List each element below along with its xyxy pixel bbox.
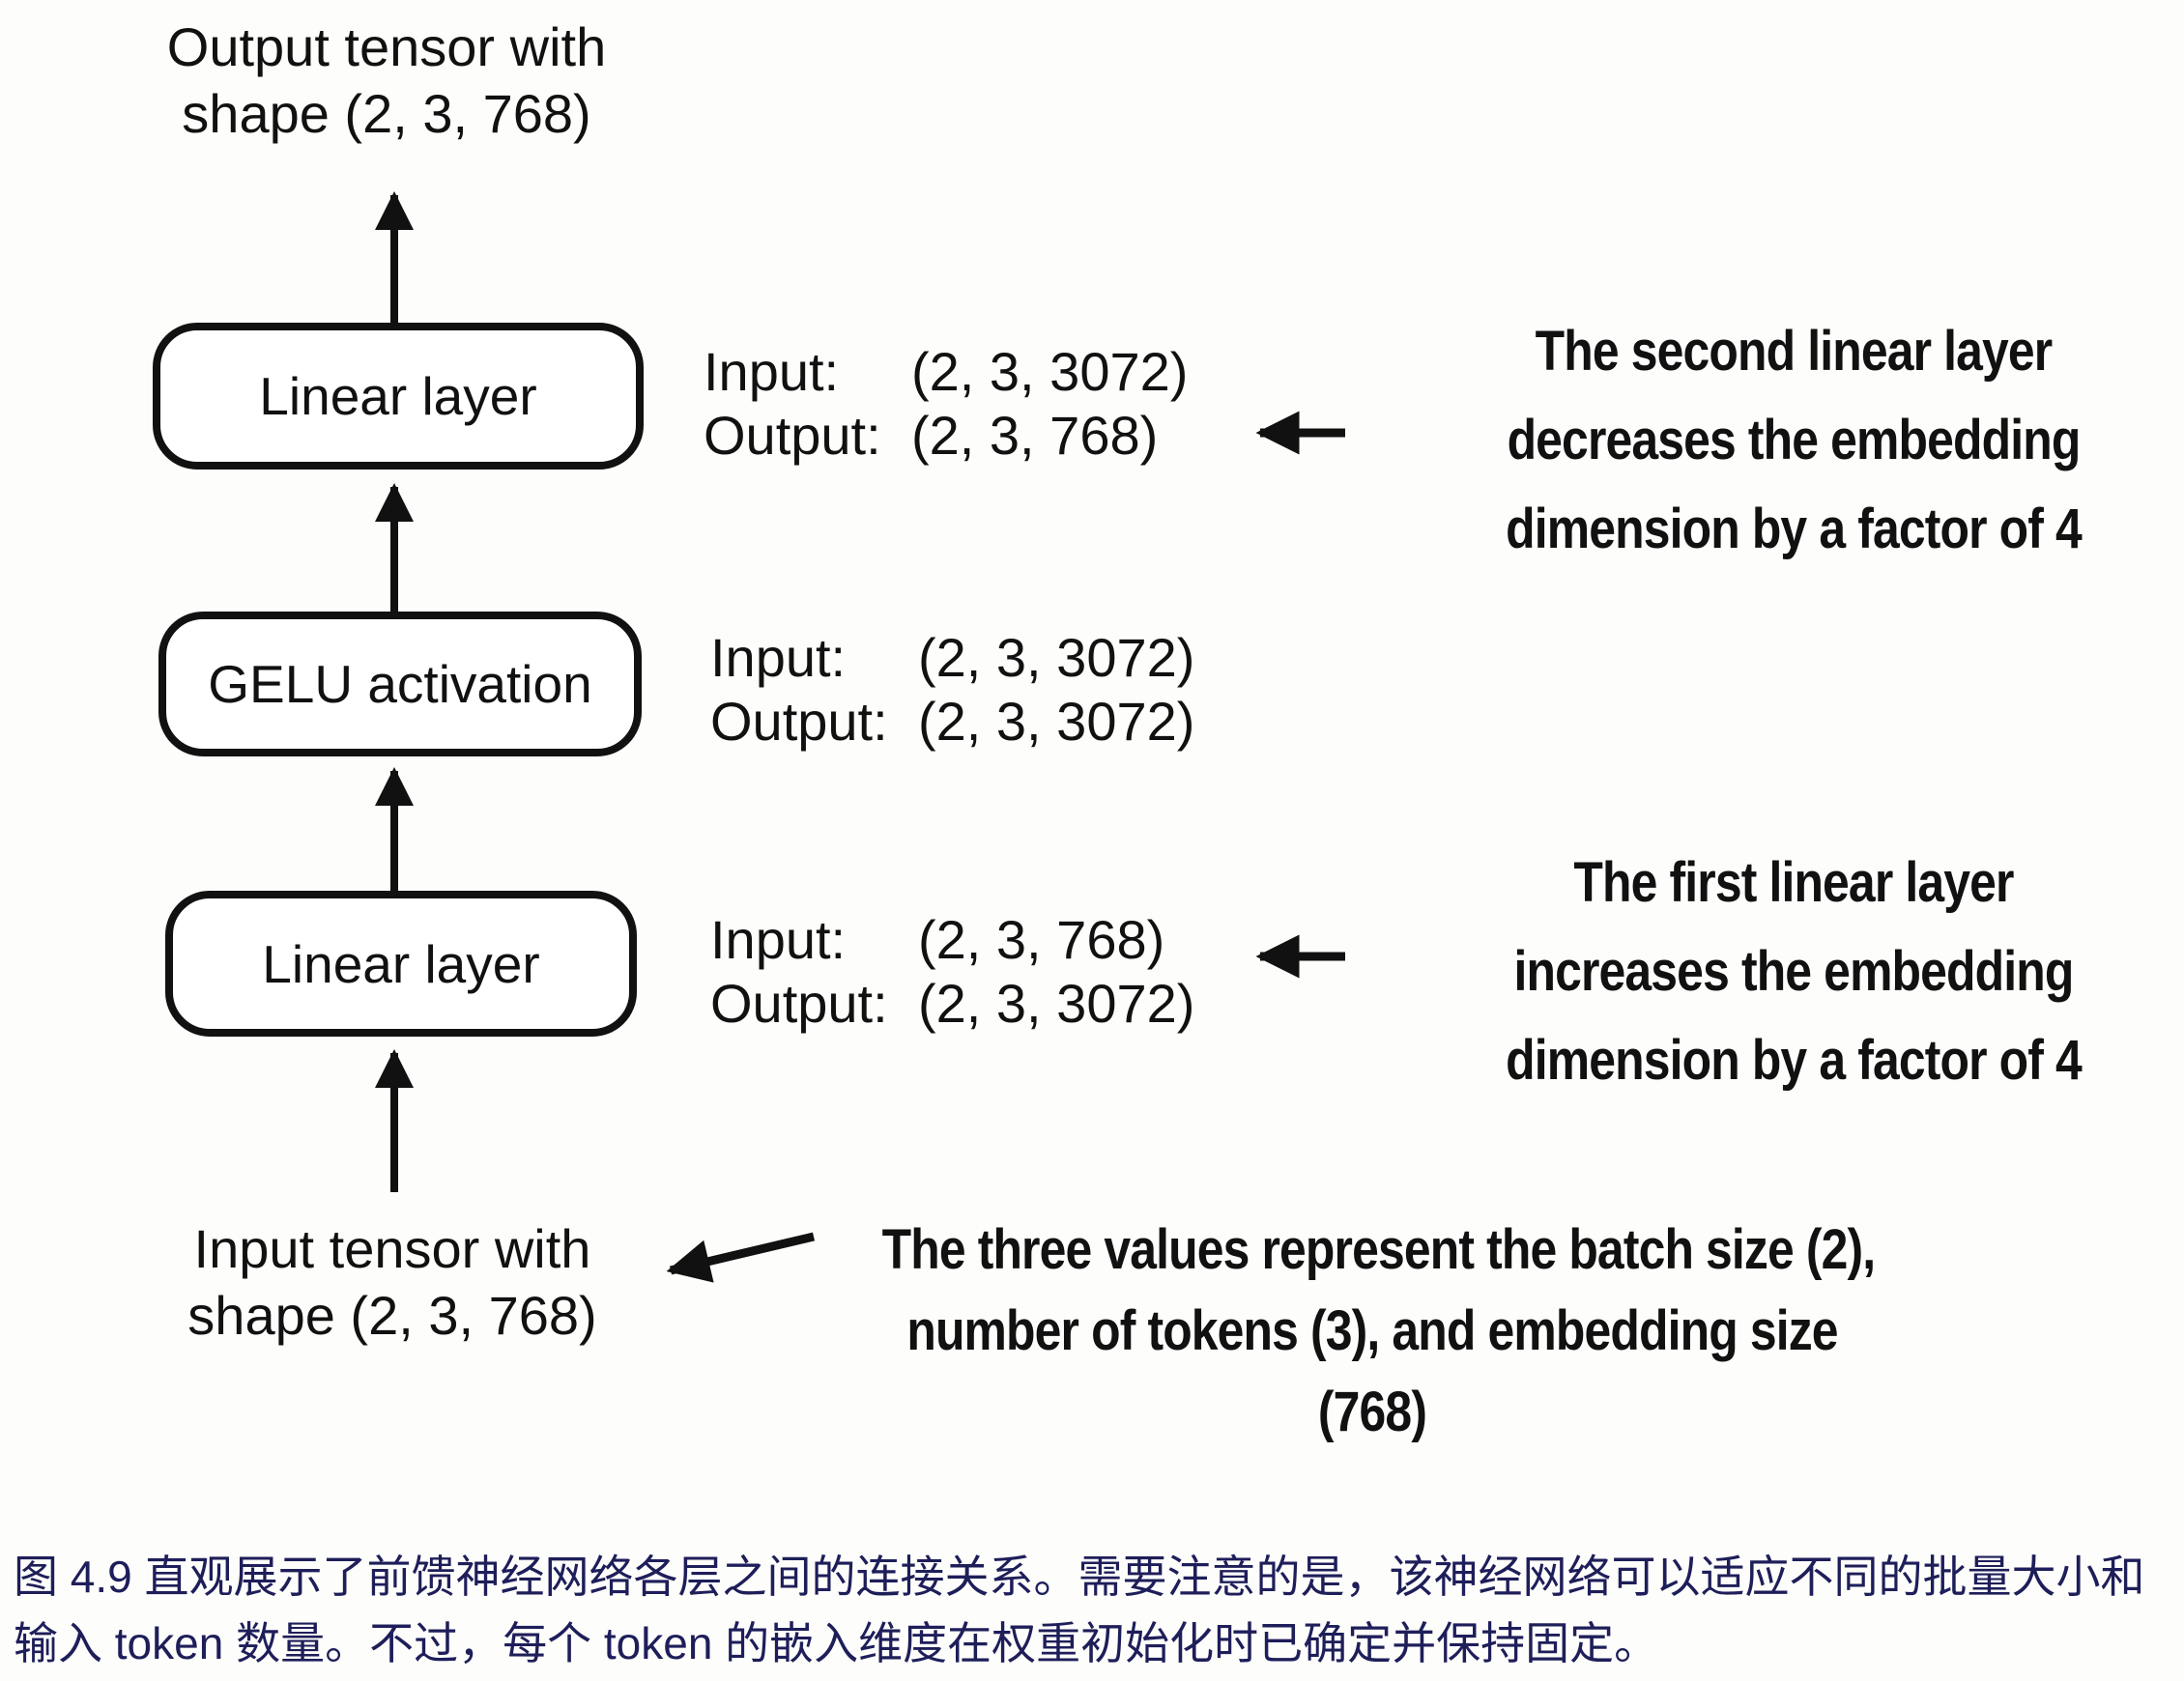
io-input-value: (2, 3, 3072): [911, 341, 1189, 402]
io-input-label: Input:: [710, 909, 847, 970]
note-three-values: The three values represent the batch siz…: [881, 1210, 1877, 1453]
node-linear-layer-1-label: Linear layer: [262, 933, 540, 994]
node-linear-layer-2-label: Linear layer: [259, 366, 537, 426]
input-tensor-label-line2: shape (2, 3, 768): [187, 1285, 597, 1346]
input-tensor-label: Input tensor with shape (2, 3, 768): [102, 1215, 682, 1349]
node-linear-layer-1: Linear layer: [165, 891, 637, 1037]
io-input-value: (2, 3, 768): [918, 909, 1165, 970]
node-linear-layer-2: Linear layer: [153, 323, 644, 470]
figure-caption-line2: 输入 token 数量。不过，每个 token 的嵌入维度在权重初始化时已确定并…: [14, 1618, 1659, 1668]
io-output-value: (2, 3, 768): [911, 405, 1159, 466]
note-line: number of tokens (3), and embedding size: [906, 1299, 1838, 1362]
note-line: increases the embedding: [1513, 940, 2075, 1003]
io-input-label: Input:: [704, 341, 840, 402]
io-input-value: (2, 3, 3072): [918, 627, 1195, 688]
io-output-value: (2, 3, 3072): [918, 691, 1195, 752]
node-gelu-activation: GELU activation: [158, 612, 642, 756]
output-tensor-label-line2: shape (2, 3, 768): [182, 83, 591, 144]
io-output-label: Output:: [704, 405, 881, 466]
figure-caption: 图 4.9 直观展示了前馈神经网络各层之间的连接关系。需要注意的是，该神经网络可…: [14, 1544, 2176, 1677]
input-tensor-label-line1: Input tensor with: [193, 1218, 591, 1279]
io-output-label: Output:: [710, 691, 888, 752]
io-input-label: Input:: [710, 627, 847, 688]
io-annotation-gelu: Input: (2, 3, 3072) Output: (2, 3, 3072): [710, 626, 1194, 754]
note-first-linear-layer: The first linear layer increases the emb…: [1498, 839, 2089, 1105]
node-gelu-activation-label: GELU activation: [208, 654, 592, 714]
figure-caption-line1: 图 4.9 直观展示了前馈神经网络各层之间的连接关系。需要注意的是，该神经网络可…: [14, 1552, 2145, 1602]
io-output-label: Output:: [710, 973, 888, 1034]
arrow-diagonal-note-input-tensor: [666, 1232, 816, 1283]
output-tensor-label-line1: Output tensor with: [166, 16, 607, 77]
note-line: dimension by a factor of 4: [1506, 1029, 2083, 1092]
io-output-value: (2, 3, 3072): [918, 973, 1195, 1034]
note-line: The three values represent the batch siz…: [881, 1218, 1877, 1281]
io-annotation-linear2: Input: (2, 3, 3072) Output: (2, 3, 768): [704, 340, 1188, 468]
io-annotation-linear1: Input: (2, 3, 768) Output: (2, 3, 3072): [710, 908, 1194, 1036]
note-line: dimension by a factor of 4: [1506, 498, 2083, 560]
note-line: decreases the embedding: [1507, 409, 2082, 471]
note-line: The first linear layer: [1573, 851, 2014, 914]
note-second-linear-layer: The second linear layer decreases the em…: [1498, 307, 2089, 574]
note-line: The second linear layer: [1535, 320, 2054, 383]
note-line: (768): [1317, 1381, 1427, 1443]
output-tensor-label: Output tensor with shape (2, 3, 768): [97, 14, 676, 147]
